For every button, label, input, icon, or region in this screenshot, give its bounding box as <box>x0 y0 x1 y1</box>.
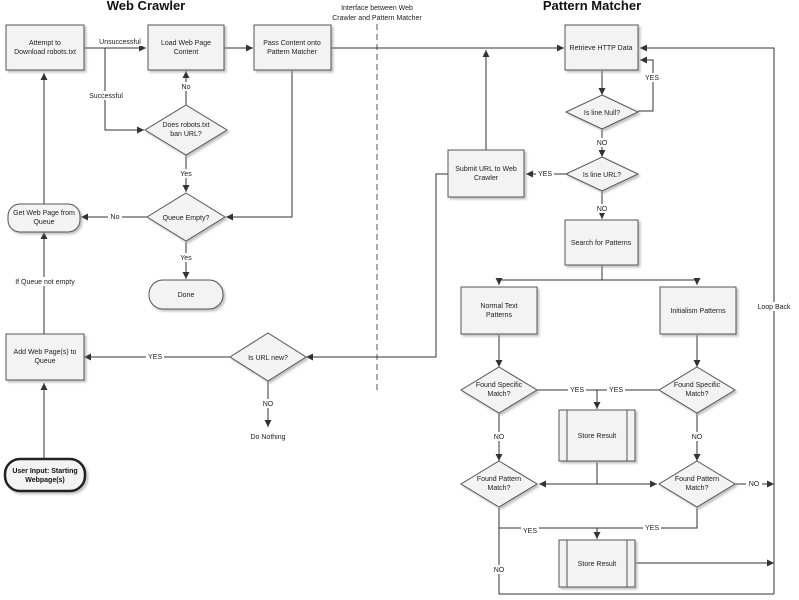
svg-text:Crawler: Crawler <box>474 175 499 182</box>
svg-text:Match?: Match? <box>488 391 511 398</box>
svg-text:Submit URL to Web: Submit URL to Web <box>455 166 517 173</box>
found-specific-left-decision: Found Specific Match? <box>460 366 538 414</box>
svg-text:Pattern Matcher: Pattern Matcher <box>267 49 317 56</box>
store-result-1-box: Store Result <box>558 409 636 462</box>
is-url-new-decision: Is URL new? <box>229 332 307 382</box>
is-line-null-decision: Is line Null? <box>564 94 640 130</box>
svg-text:Patterns: Patterns <box>486 312 513 319</box>
is-line-url-decision: Is line URL? <box>564 156 640 192</box>
svg-text:User Input: Starting: User Input: Starting <box>12 468 77 475</box>
interface-label: Interface between Web Crawler and Patter… <box>332 5 422 22</box>
svg-text:Webpage(s): Webpage(s) <box>25 477 65 484</box>
svg-text:Initialism Patterns: Initialism Patterns <box>670 308 726 315</box>
pass-content-box: Pass Content onto Pattern Matcher <box>253 24 332 71</box>
svg-text:Is line URL?: Is line URL? <box>583 172 621 179</box>
svg-text:Match?: Match? <box>488 485 511 492</box>
svg-text:Content: Content <box>174 49 199 56</box>
svg-text:Search for Patterns: Search for Patterns <box>571 240 632 247</box>
svg-text:ban URL?: ban URL? <box>170 131 202 138</box>
label-ban-no: No <box>182 84 191 91</box>
web-crawler-title: Web Crawler <box>107 0 186 13</box>
queue-empty-decision: Queue Empty? <box>146 192 226 242</box>
svg-text:Is line Null?: Is line Null? <box>584 110 620 117</box>
label-null-no: NO <box>597 140 608 147</box>
label-successful: Successful <box>89 93 123 100</box>
svg-text:Add Web Page(s) to: Add Web Page(s) to <box>14 349 77 356</box>
retrieve-http-box: Retrieve HTTP Data <box>564 24 639 71</box>
label-spec-left-no: NO <box>494 434 505 441</box>
svg-text:Is URL new?: Is URL new? <box>248 355 288 362</box>
svg-text:Crawler and Pattern Matcher: Crawler and Pattern Matcher <box>332 15 422 22</box>
svg-text:Queue: Queue <box>33 219 54 226</box>
svg-text:Does robots.txt: Does robots.txt <box>162 122 209 129</box>
initialism-box: Initialism Patterns <box>659 286 737 335</box>
search-patterns-box: Search for Patterns <box>564 219 639 266</box>
normal-text-box: Normal Text Patterns <box>460 286 538 335</box>
svg-text:Retrieve HTTP Data: Retrieve HTTP Data <box>570 45 633 52</box>
label-pat-left-no: NO <box>494 567 505 574</box>
svg-text:Match?: Match? <box>686 391 709 398</box>
svg-text:Found Pattern: Found Pattern <box>477 476 521 483</box>
found-pattern-right-decision: Found Pattern Match? <box>658 460 736 508</box>
label-spec-left-yes: YES <box>570 387 584 394</box>
load-page-box: Load Web Page Content <box>147 24 225 71</box>
done-terminal: Done <box>148 279 224 310</box>
svg-text:Found Pattern: Found Pattern <box>675 476 719 483</box>
label-queue-no: No <box>111 214 120 221</box>
svg-text:Normal Text: Normal Text <box>480 303 517 310</box>
found-specific-right-decision: Found Specific Match? <box>658 366 736 414</box>
label-unsuccessful: Unsuccessful <box>99 39 141 46</box>
do-nothing-text: Do Nothing <box>250 434 285 441</box>
svg-text:Store Result: Store Result <box>578 433 617 440</box>
svg-text:Load Web Page: Load Web Page <box>161 40 211 47</box>
robots-ban-decision: Does robots.txt ban URL? <box>144 104 228 156</box>
get-page-terminal: Get Web Page from Queue <box>7 203 81 233</box>
svg-text:Interface between Web: Interface between Web <box>341 5 413 12</box>
svg-text:Match?: Match? <box>686 485 709 492</box>
pattern-matcher-title: Pattern Matcher <box>543 0 641 13</box>
add-pages-box: Add Web Page(s) to Queue <box>5 333 85 381</box>
label-pat-right-yes: YES <box>645 525 659 532</box>
label-pat-right-no: NO <box>749 481 760 488</box>
label-url-no: NO <box>597 206 608 213</box>
svg-text:Done: Done <box>178 292 195 299</box>
svg-text:Download robots.txt: Download robots.txt <box>14 49 76 56</box>
svg-text:Queue Empty?: Queue Empty? <box>163 215 210 222</box>
label-done-yes: Yes <box>180 255 192 262</box>
label-spec-right-yes: YES <box>609 387 623 394</box>
user-input-terminal: User Input: Starting Webpage(s) <box>3 457 87 493</box>
label-new-yes: YES <box>148 354 162 361</box>
label-loop-back: Loop Back <box>757 304 791 311</box>
label-null-yes: YES <box>645 75 659 82</box>
submit-url-box: Submit URL to Web Crawler <box>447 149 525 198</box>
svg-text:Found Specific: Found Specific <box>674 382 721 389</box>
label-queue-yes: Yes <box>180 171 192 178</box>
svg-text:Queue: Queue <box>34 358 55 365</box>
edge-labels: Unsuccessful Successful No Yes No Yes If… <box>8 37 792 574</box>
store-result-2-box: Store Result <box>558 539 636 588</box>
svg-text:Attempt to: Attempt to <box>29 40 61 47</box>
svg-text:Store Result: Store Result <box>578 561 617 568</box>
attempt-robots-box: Attempt to Download robots.txt <box>5 24 85 71</box>
found-pattern-left-decision: Found Pattern Match? <box>460 460 538 508</box>
label-pat-left-yes: YES <box>523 528 537 535</box>
svg-text:Found Specific: Found Specific <box>476 382 523 389</box>
label-url-yes: YES <box>538 171 552 178</box>
svg-text:Pass Content onto: Pass Content onto <box>263 40 321 47</box>
svg-text:Get Web Page from: Get Web Page from <box>13 210 75 217</box>
label-spec-right-no: NO <box>692 434 703 441</box>
label-new-no: NO <box>263 401 274 408</box>
label-if-queue-not-empty: If Queue not empty <box>15 279 75 286</box>
